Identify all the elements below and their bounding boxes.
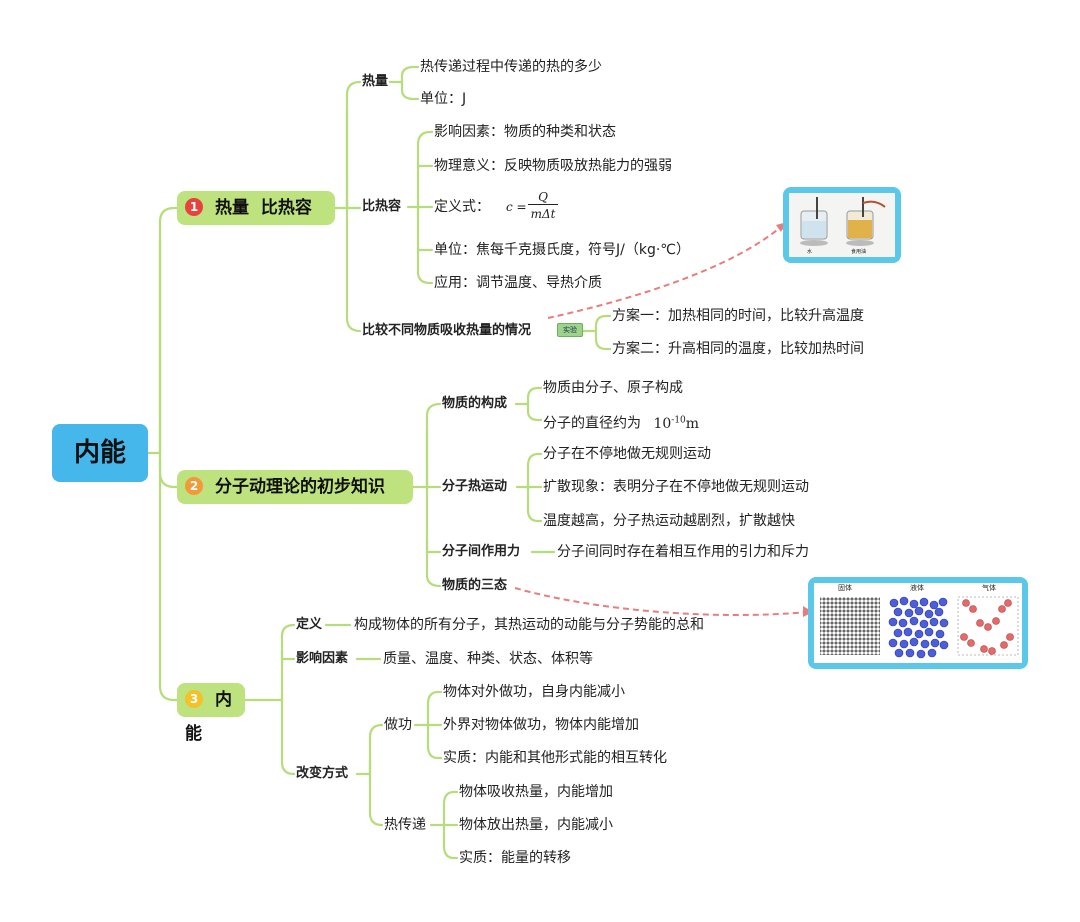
beakers-illustration <box>789 193 895 257</box>
panel-gas-label: 气体 <box>982 584 996 592</box>
caption-oil: 食用油 <box>851 249 867 255</box>
topic-heat-capacity[interactable]: 1 热量 比热容 <box>177 191 335 225</box>
leaf-diffusion: 扩散现象：表明分子在不停地做无规则运动 <box>543 479 809 495</box>
panel-liquid-label: 液体 <box>910 584 924 592</box>
leaf-attraction-repulsion: 分子间同时存在着相互作用的引力和斥力 <box>557 544 809 560</box>
diameter-exponent: -10 <box>671 415 686 425</box>
leaf-random-motion: 分子在不停地做无规则运动 <box>543 446 711 462</box>
leaf-release-heat: 物体放出热量，内能减小 <box>459 817 613 833</box>
topic-label: 热量 比热容 <box>215 198 312 218</box>
node-doing-work[interactable]: 做功 <box>384 717 412 733</box>
number-badge-2: 2 <box>185 477 203 495</box>
experiment-image: 水 食用油 <box>783 187 901 263</box>
leaf-heat-unit: 单位：J <box>420 91 467 107</box>
caption-water: 水 <box>807 249 813 255</box>
leaf-influence-factors: 影响因素：物质的种类和状态 <box>434 124 616 140</box>
node-intermolecular-force[interactable]: 分子间作用力 <box>442 544 521 559</box>
node-thermal-motion[interactable]: 分子热运动 <box>442 479 508 494</box>
topic-molecular-theory[interactable]: 2 分子动理论的初步知识 <box>177 470 413 504</box>
formula-numerator: Q <box>528 190 558 205</box>
leaf-internal-energy-definition: 构成物体的所有分子，其热运动的动能与分子势能的总和 <box>354 617 704 633</box>
leaf-transfer-essence: 实质：能量的转移 <box>459 850 571 866</box>
node-change-methods[interactable]: 改变方式 <box>296 766 349 781</box>
node-definition[interactable]: 定义 <box>296 617 323 632</box>
number-badge-3: 3 <box>185 690 203 708</box>
leaf-physical-meaning: 物理意义：反映物质吸放热能力的强弱 <box>434 158 672 174</box>
experiment-badge: 实验 <box>557 323 583 337</box>
states-of-matter-image: 固体 液体 气体 <box>808 577 1028 669</box>
leaf-work-by-object: 物体对外做功，自身内能减小 <box>443 684 625 700</box>
topic-label: 分子动理论的初步知识 <box>215 477 385 497</box>
formula-denominator: mΔt <box>530 207 556 221</box>
node-heat[interactable]: 热量 <box>362 74 389 89</box>
leaf-application: 应用：调节温度、导热介质 <box>434 275 602 291</box>
panel-solid-label: 固体 <box>838 584 852 592</box>
node-compare-heat-absorption[interactable]: 比较不同物质吸收热量的情况 <box>362 323 532 338</box>
leaf-molecule-diameter: 分子的直径约为 10-10m <box>543 411 699 433</box>
leaf-plan-two: 方案二：升高相同的温度，比较加热时间 <box>612 341 864 357</box>
leaf-temperature-effect: 温度越高，分子热运动越剧烈，扩散越快 <box>543 513 795 529</box>
node-heat-transfer[interactable]: 热传递 <box>384 817 426 833</box>
leaf-unit: 单位：焦每千克摄氏度，符号J/（kg·℃） <box>434 242 691 258</box>
formula-lhs: c = <box>506 200 527 214</box>
node-specific-heat[interactable]: 比热容 <box>362 199 402 214</box>
leaf-plan-one: 方案一：加热相同的时间，比较升高温度 <box>612 308 864 324</box>
leaf-absorb-heat: 物体吸收热量，内能增加 <box>459 784 613 800</box>
diameter-text: 分子的直径约为 <box>543 415 641 432</box>
node-matter-composition[interactable]: 物质的构成 <box>442 396 508 411</box>
node-influence-factors[interactable]: 影响因素 <box>296 651 349 666</box>
leaf-work-on-object: 外界对物体做功，物体内能增加 <box>443 717 639 733</box>
diameter-unit: m <box>685 415 700 432</box>
diameter-value: 10-10m <box>653 415 700 432</box>
diameter-base: 10 <box>653 415 672 432</box>
leaf-heat-definition: 热传递过程中传递的热的多少 <box>420 59 602 75</box>
leaf-factors-list: 质量、温度、种类、状态、体积等 <box>383 651 593 667</box>
number-badge-1: 1 <box>185 198 203 216</box>
leaf-work-essence: 实质：内能和其他形式能的相互转化 <box>443 750 667 766</box>
node-three-states[interactable]: 物质的三态 <box>442 578 508 593</box>
leaf-definition-formula: 定义式： <box>434 199 490 215</box>
topic-label: 内能 <box>185 690 232 744</box>
leaf-made-of-molecules: 物质由分子、原子构成 <box>543 380 683 396</box>
root-node[interactable]: 内能 <box>52 424 148 482</box>
molecules-illustration <box>820 596 1019 659</box>
